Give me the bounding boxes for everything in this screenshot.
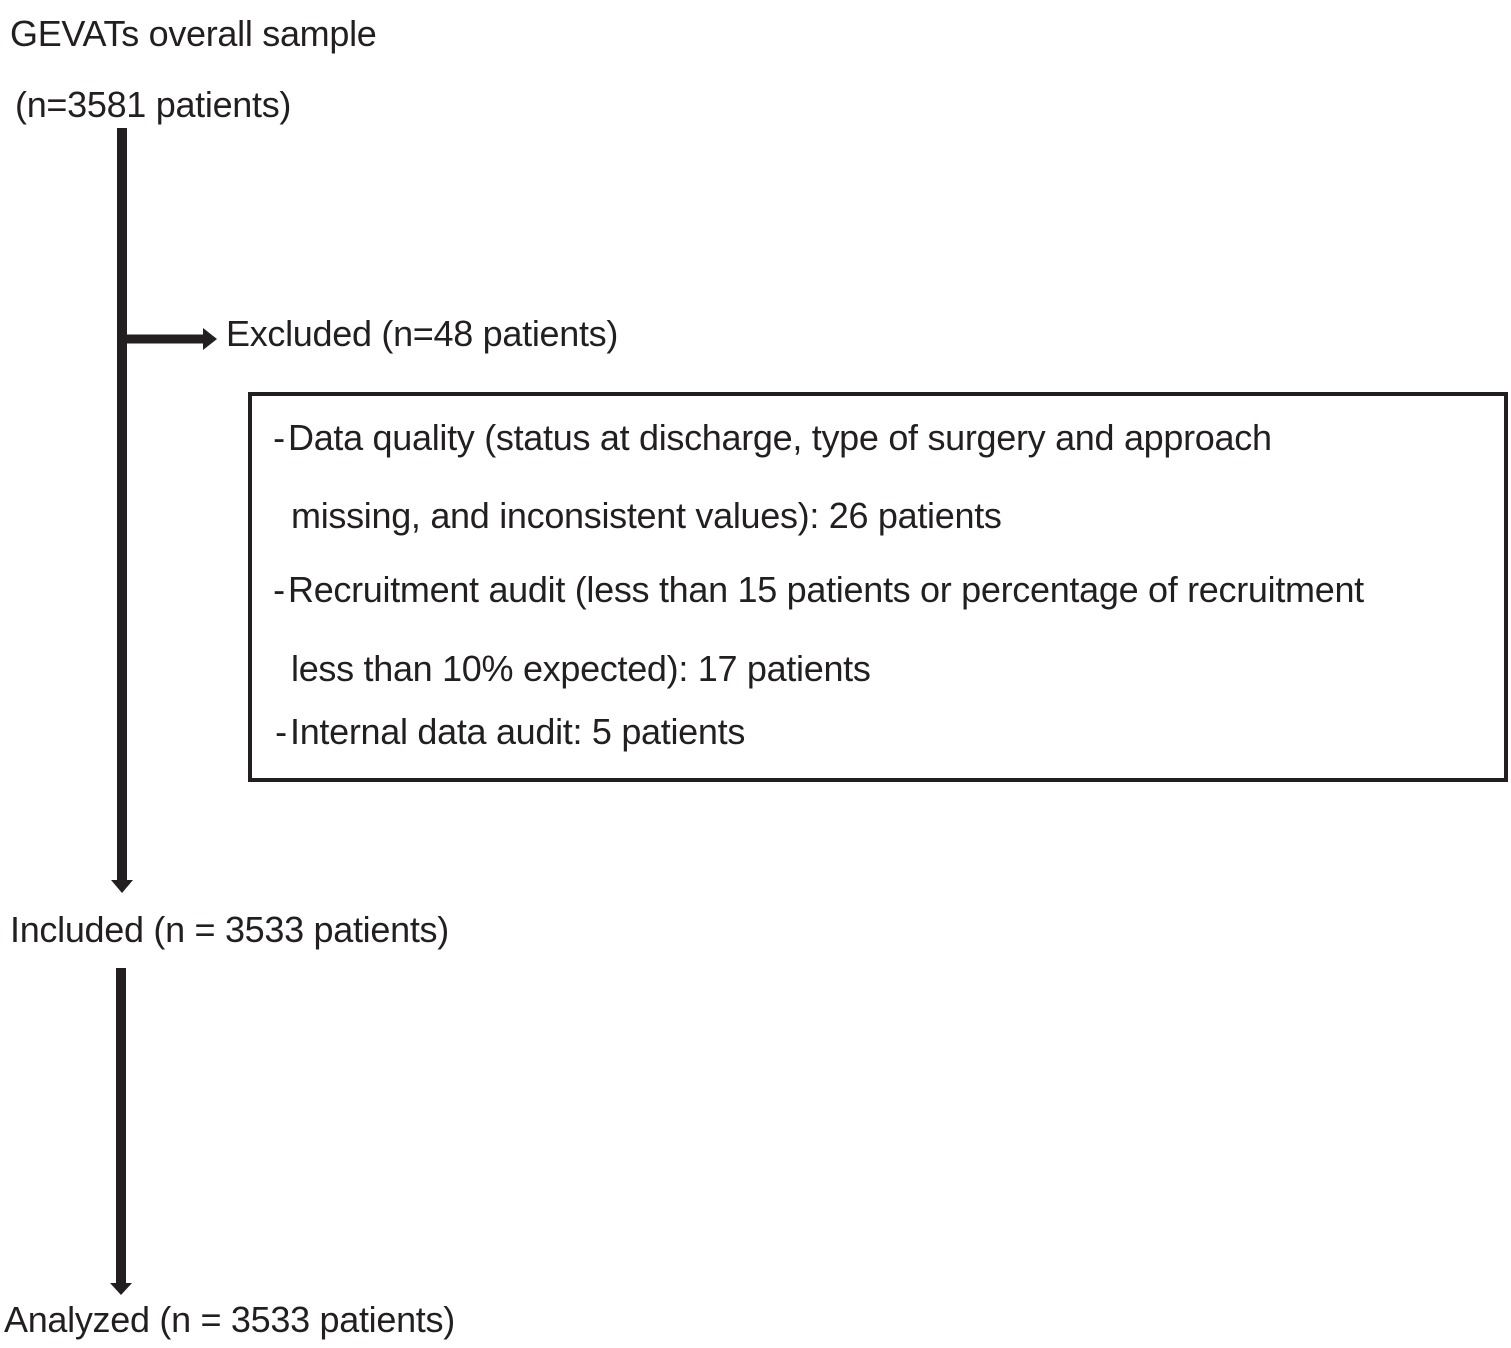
reason-bullet: -: [273, 569, 285, 610]
analyzed-label: Analyzed (n = 3533 patients): [4, 1299, 455, 1340]
reason-text: Recruitment audit (less than 15 patients…: [288, 569, 1364, 610]
reason-bullet: -: [275, 711, 287, 752]
reason-text: Internal data audit: 5 patients: [290, 711, 746, 752]
start-title: GEVATs overall sample: [10, 13, 377, 54]
exclusion-reasons-box: -Data quality (status at discharge, type…: [248, 392, 1508, 782]
excluded-arrowhead: [203, 328, 217, 350]
reason-data-quality: -Data quality (status at discharge, type…: [270, 418, 1272, 458]
reason-data-quality-continued: missing, and inconsistent values): 26 pa…: [291, 495, 1002, 536]
included-arrowhead: [111, 880, 133, 893]
analyzed-arrowhead: [110, 1283, 132, 1295]
excluded-label: Excluded (n=48 patients): [226, 313, 619, 354]
reason-recruitment-audit: -Recruitment audit (less than 15 patient…: [270, 570, 1364, 610]
reason-text: Data quality (status at discharge, type …: [288, 417, 1272, 458]
reason-recruitment-audit-continued: less than 10% expected): 17 patients: [291, 648, 871, 689]
included-label: Included (n = 3533 patients): [10, 909, 449, 950]
start-count: (n=3581 patients): [15, 84, 292, 125]
reason-bullet: -: [273, 417, 285, 458]
reason-internal-audit: -Internal data audit: 5 patients: [272, 712, 745, 752]
